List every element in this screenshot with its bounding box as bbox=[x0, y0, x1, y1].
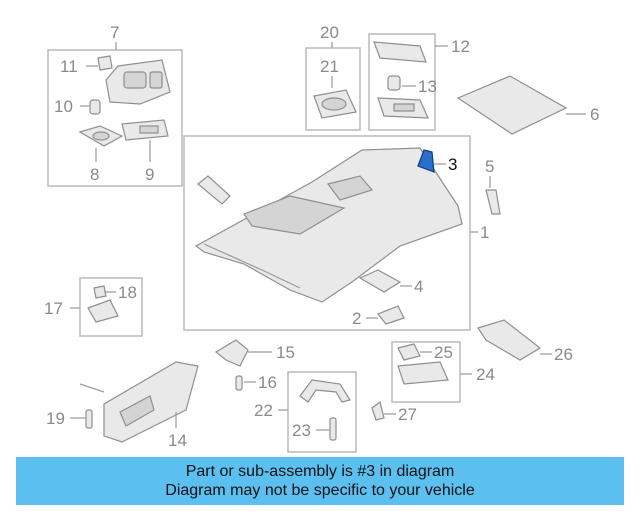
callout-8: 8 bbox=[90, 165, 99, 184]
pad-6 bbox=[456, 75, 568, 135]
callout-23: 23 bbox=[292, 421, 311, 440]
screw-23 bbox=[329, 417, 337, 441]
group-frame-24 bbox=[391, 341, 461, 403]
group-frame-12 bbox=[368, 33, 436, 131]
callout-18: 18 bbox=[118, 283, 137, 302]
callout-5: 5 bbox=[485, 157, 494, 176]
clip-11 bbox=[97, 55, 113, 71]
pad-4 bbox=[358, 269, 402, 293]
callout-15: 15 bbox=[276, 343, 295, 362]
dome-lamp-21 bbox=[313, 89, 357, 119]
garnish-5 bbox=[485, 189, 501, 215]
callout-3: 3 bbox=[448, 155, 457, 174]
bulb-13 bbox=[387, 75, 401, 91]
bulb-10 bbox=[89, 99, 101, 115]
handle-bracket bbox=[197, 175, 231, 205]
switch-plate-9 bbox=[121, 119, 169, 141]
group-frame-1 bbox=[183, 135, 471, 331]
callout-2: 2 bbox=[352, 309, 361, 328]
banner-line-1: Part or sub-assembly is #3 in diagram bbox=[185, 463, 455, 480]
callout-13: 13 bbox=[418, 77, 437, 96]
callout-10: 10 bbox=[54, 97, 73, 116]
clip-25 bbox=[397, 343, 421, 361]
clip-18 bbox=[93, 285, 107, 299]
callout-26: 26 bbox=[554, 345, 573, 364]
banner-line-2: Diagram may not be specific to your vehi… bbox=[165, 482, 475, 499]
callout-1: 1 bbox=[480, 223, 489, 242]
screw-19 bbox=[85, 409, 93, 429]
callout-22: 22 bbox=[254, 401, 273, 420]
console-lamp-12 bbox=[373, 41, 427, 63]
map-lamp-housing bbox=[105, 59, 171, 105]
group-frame-17 bbox=[79, 277, 143, 337]
callout-4: 4 bbox=[414, 277, 423, 296]
callout-12: 12 bbox=[451, 37, 470, 56]
info-banner: Part or sub-assembly is #3 in diagram Di… bbox=[16, 457, 624, 505]
grab-handle-22 bbox=[299, 379, 351, 403]
lens-8 bbox=[78, 125, 124, 147]
group-frame-7 bbox=[47, 49, 183, 187]
leader-lines bbox=[70, 42, 586, 431]
headliner-1 bbox=[194, 147, 463, 303]
lens-13b bbox=[377, 97, 429, 119]
sun-visor-14 bbox=[79, 361, 199, 443]
clip-27 bbox=[371, 400, 385, 421]
parts-diagram: 7 11 10 8 9 20 21 12 13 6 3 5 1 4 2 17 1… bbox=[44, 23, 599, 453]
callout-24: 24 bbox=[476, 365, 495, 384]
holder-17 bbox=[87, 299, 119, 323]
clip-2 bbox=[377, 305, 405, 325]
callout-21: 21 bbox=[320, 57, 339, 76]
callout-7: 7 bbox=[110, 23, 119, 42]
callout-27: 27 bbox=[398, 405, 417, 424]
clip-3-highlighted bbox=[417, 149, 435, 173]
callout-11: 11 bbox=[60, 57, 78, 76]
bracket-24 bbox=[397, 361, 449, 385]
bracket-26 bbox=[477, 319, 542, 361]
callout-14: 14 bbox=[168, 431, 187, 450]
callout-20: 20 bbox=[320, 23, 339, 42]
screw-16 bbox=[235, 375, 243, 391]
callout-9: 9 bbox=[145, 165, 154, 184]
group-frame-20 bbox=[305, 47, 361, 131]
callout-25: 25 bbox=[434, 343, 453, 362]
group-frame-22 bbox=[287, 371, 357, 453]
bracket-15 bbox=[214, 339, 249, 367]
callout-6: 6 bbox=[590, 105, 599, 124]
callout-19: 19 bbox=[46, 409, 65, 428]
callout-17: 17 bbox=[44, 299, 63, 318]
callout-16: 16 bbox=[258, 373, 277, 392]
